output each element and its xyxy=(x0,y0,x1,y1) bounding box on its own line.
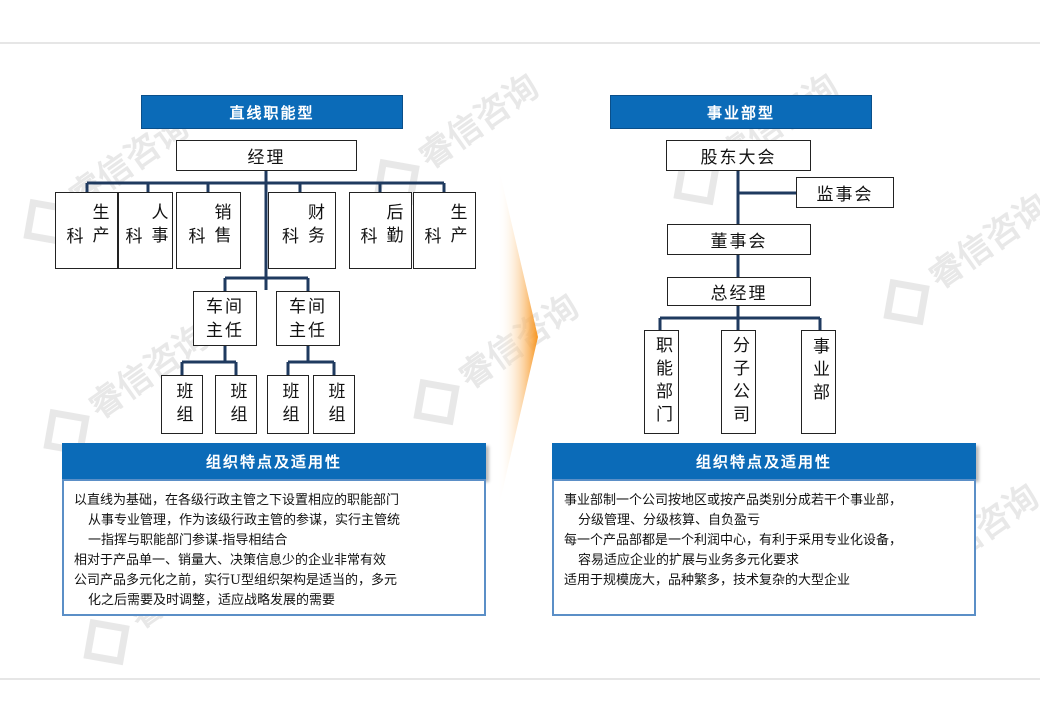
team-label: 班组 xyxy=(278,381,299,428)
board-of-directors-box: 董事会 xyxy=(667,224,811,255)
team-box: 班组 xyxy=(215,375,257,434)
transition-arrow xyxy=(498,165,538,510)
workshop-director-box: 车间 主任 xyxy=(193,291,257,346)
dept-box-production-2: 科生产 xyxy=(413,192,476,269)
right-title: 事业部型 xyxy=(610,95,872,129)
general-manager-box: 总经理 xyxy=(667,277,811,306)
right-features-box: 事业部制一个公司按地区或按产品类别分成若干个事业部， 分级管理、分级核算、自负盈… xyxy=(552,479,976,616)
bottom-divider xyxy=(0,678,1040,680)
supervisory-board-box: 监事会 xyxy=(796,177,894,208)
right-features-title: 组织特点及适用性 xyxy=(552,443,976,479)
dept-box-production: 科生产 xyxy=(55,192,118,269)
left-features-box: 以直线为基础，在各级行政主管之下设置相应的职能部门 从事专业管理，作为该级行政主… xyxy=(62,479,486,616)
dept-label: 销售 xyxy=(210,203,231,249)
dept-char: 科 xyxy=(282,227,299,247)
team-label: 班组 xyxy=(172,381,193,428)
dept-label: 生产 xyxy=(446,203,467,249)
dept-char: 科 xyxy=(188,227,206,247)
unit-label: 职能部门 xyxy=(652,336,672,428)
shareholders-meeting-box: 股东大会 xyxy=(666,140,811,171)
unit-box-functional: 职能部门 xyxy=(644,330,679,434)
unit-box-subsidiaries: 分子公司 xyxy=(721,330,756,434)
dept-label: 生产 xyxy=(88,203,109,249)
team-box: 班组 xyxy=(267,375,309,434)
dept-box-hr: 科人事 xyxy=(118,192,173,269)
team-box: 班组 xyxy=(161,375,203,434)
team-box: 班组 xyxy=(313,375,355,434)
feature-line: 相对于产品单一、销量大、决策信息少的企业非常有效 xyxy=(74,553,387,568)
workshop-director-box: 车间 主任 xyxy=(276,291,340,346)
feature-line: 事业部制一个公司按地区或按产品类别分成若干个事业部， xyxy=(564,493,903,508)
dept-label: 财务 xyxy=(304,203,324,249)
unit-label: 事业部 xyxy=(809,337,829,406)
dept-box-logistics: 科后勤 xyxy=(349,192,412,269)
dept-box-finance: 科财务 xyxy=(268,192,336,269)
feature-line: 化之后需要及时调整，适应战略发展的需要 xyxy=(88,593,336,608)
top-divider xyxy=(0,42,1040,44)
feature-line: 适用于规模庞大，品种繁多，技术复杂的大型企业 xyxy=(564,573,851,588)
feature-line: 从事专业管理，作为该级行政主管的参谋，实行主管统 xyxy=(88,513,401,528)
unit-label: 分子公司 xyxy=(729,336,749,428)
dept-label: 人事 xyxy=(147,203,168,249)
feature-line: 公司产品多元化之前，实行U型组织架构是适当的，多元 xyxy=(74,573,397,588)
feature-line: 以直线为基础，在各级行政主管之下设置相应的职能部门 xyxy=(74,493,400,508)
unit-box-division: 事业部 xyxy=(801,330,836,434)
left-features-title: 组织特点及适用性 xyxy=(62,443,486,479)
dept-char: 科 xyxy=(66,227,84,247)
team-label: 班组 xyxy=(324,381,345,428)
feature-line: 一指挥与职能部门参谋-指导相结合 xyxy=(88,533,288,548)
feature-line: 每一个产品部都是一个利润中心，有利于采用专业化设备， xyxy=(564,533,903,548)
team-label: 班组 xyxy=(226,381,247,428)
dept-label: 后勤 xyxy=(382,203,403,249)
feature-line: 分级管理、分级核算、自负盈亏 xyxy=(578,513,761,528)
left-title: 直线职能型 xyxy=(141,95,403,129)
manager-box: 经理 xyxy=(176,140,357,171)
dept-char: 科 xyxy=(125,227,143,247)
dept-char: 科 xyxy=(424,227,442,247)
dept-char: 科 xyxy=(360,227,378,247)
dept-box-sales: 科销售 xyxy=(176,192,241,269)
feature-line: 容易适应企业的扩展与业务多元化要求 xyxy=(578,553,800,568)
